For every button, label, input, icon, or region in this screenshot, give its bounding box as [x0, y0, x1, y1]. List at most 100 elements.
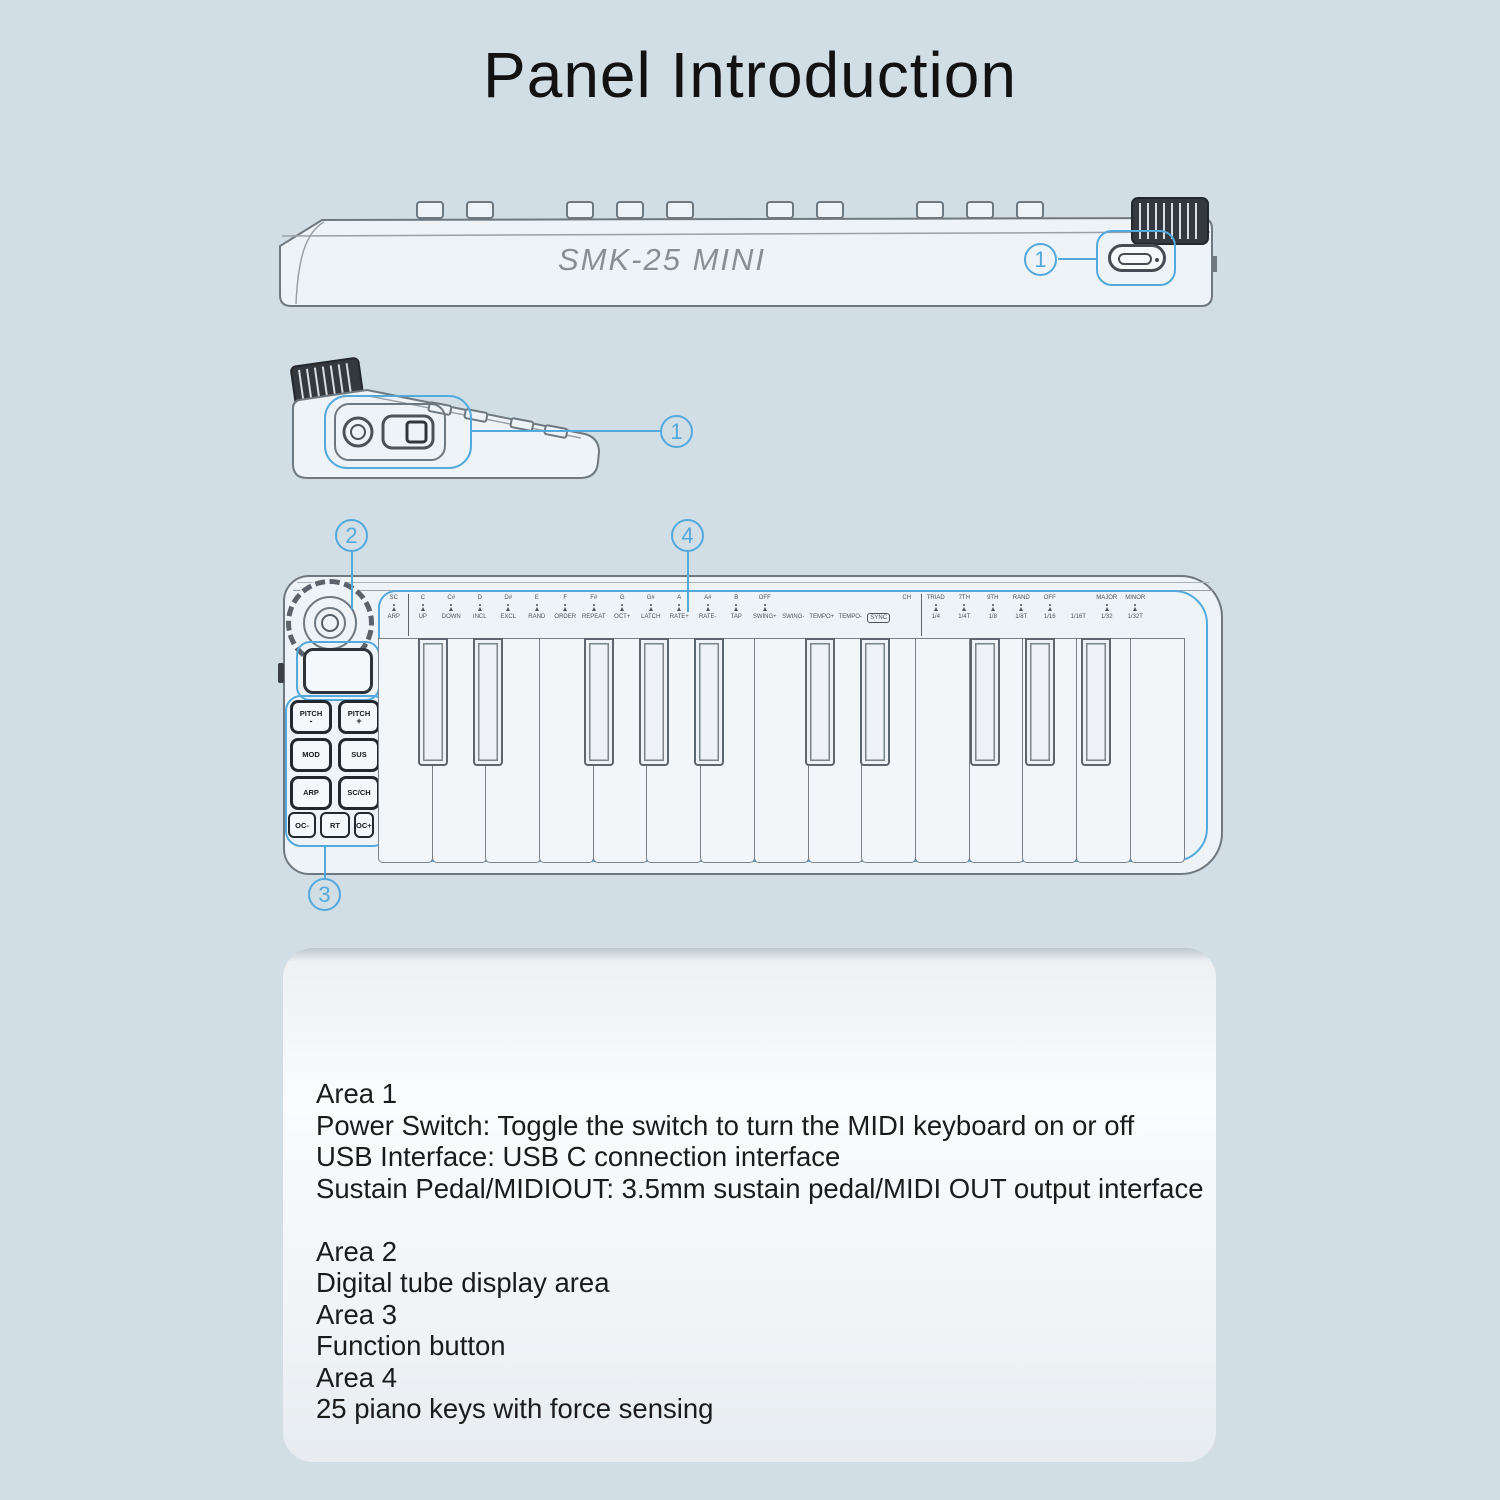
key-label-column: C UP	[409, 594, 438, 636]
black-key	[1025, 638, 1055, 766]
key-label-column: F# REPEAT	[580, 594, 609, 636]
label-triangle-marker	[563, 607, 568, 611]
callout-4-line	[687, 552, 689, 612]
info-line: Area 2	[316, 1235, 398, 1267]
info-text: Area 1 Power Switch: Toggle the switch t…	[316, 1078, 1204, 1425]
key-label-column: SC ARP	[380, 594, 409, 636]
key-label-column: A RATE+	[665, 594, 694, 636]
function-button: PITCH +	[338, 700, 380, 734]
white-key	[914, 638, 971, 863]
label-dot-marker	[421, 604, 424, 606]
callout-3-line	[324, 846, 326, 878]
key-label-bottom: SYNC	[867, 613, 891, 623]
label-triangle-marker	[477, 607, 482, 611]
white-key	[753, 638, 809, 863]
function-button-sub-label: -	[309, 715, 313, 726]
key-label-top: A#	[704, 595, 712, 601]
key-label-bottom: ARP	[387, 614, 400, 620]
power-switch-icon	[381, 414, 435, 450]
key-label-top: C	[420, 595, 425, 601]
key-label-top: MINOR	[1125, 595, 1146, 601]
label-triangle-marker	[420, 607, 425, 611]
info-line: Function button	[316, 1330, 506, 1361]
info-line: Power Switch: Toggle the switch to turn …	[316, 1109, 1135, 1141]
black-key	[584, 638, 614, 766]
label-dot-marker	[1105, 604, 1108, 606]
label-dot-marker	[735, 604, 738, 606]
key-label-row: SC ARP C UP C# DOWN	[380, 594, 1150, 636]
label-triangle-marker	[933, 607, 938, 611]
key-label-top: SC	[389, 595, 398, 601]
key-label-bottom: TEMPO-	[838, 614, 862, 620]
pedal-jack-icon	[342, 416, 374, 448]
label-dot-marker	[592, 604, 595, 606]
key-label-column: CH	[893, 594, 922, 636]
usb-c-port-icon	[1108, 244, 1166, 272]
callout-2-line	[351, 552, 353, 609]
label-triangle-marker	[391, 607, 396, 611]
small-function-button: RT	[320, 812, 350, 838]
label-triangle-marker	[648, 607, 653, 611]
key-label-column: RAND 1/8T	[1007, 594, 1036, 636]
key-label-top: D	[477, 595, 482, 601]
function-button-label: PITCH	[299, 708, 323, 718]
key-label-top: A	[677, 595, 682, 601]
label-triangle-marker	[1104, 607, 1109, 611]
callout-3: 3	[308, 878, 341, 911]
small-function-button-label: OC-	[295, 820, 309, 830]
key-label-top: G	[619, 595, 625, 601]
key-label-bottom: REPEAT	[581, 614, 606, 620]
key-label-top: D#	[504, 595, 513, 601]
model-label: SMK-25 MINI	[558, 242, 767, 277]
key-label-column: G# LATCH	[637, 594, 666, 636]
black-key	[860, 638, 890, 766]
black-key	[805, 638, 835, 766]
label-dot-marker	[991, 604, 994, 606]
key-label-column: TRIAD 1/4	[922, 594, 951, 636]
label-triangle-marker	[620, 607, 625, 611]
label-dot-marker	[478, 604, 481, 606]
function-button: SUS	[338, 738, 380, 772]
key-label-bottom: 1/32T	[1127, 614, 1143, 620]
label-dot-marker	[450, 604, 453, 606]
white-key	[1129, 638, 1185, 863]
keyboard-top-view: PITCH - PITCH + MOD SUS	[278, 575, 1223, 875]
small-function-button-label: RT	[330, 820, 340, 830]
key-label-bottom: INCL	[472, 614, 487, 620]
key-label-column: 7TH 1/4T	[950, 594, 979, 636]
label-dot-marker	[649, 604, 652, 606]
small-function-button-label: OC+	[356, 820, 372, 830]
label-triangle-marker	[962, 607, 967, 611]
key-label-bottom: DOWN	[441, 614, 461, 620]
function-button-label: MOD	[302, 750, 320, 759]
key-label-bottom: ORDER	[554, 614, 577, 620]
label-dot-marker	[678, 604, 681, 606]
key-label-bottom: SWING+	[752, 614, 777, 620]
key-label-bottom: SWING-	[782, 614, 805, 620]
black-key	[1081, 638, 1111, 766]
key-label-top: OFF	[758, 595, 771, 601]
key-label-bottom: 1/16	[1043, 614, 1056, 620]
label-dot-marker	[392, 604, 395, 606]
side-view-drawing	[290, 357, 601, 479]
key-label-bottom: RAND	[528, 614, 546, 620]
key-label-column: SWING-	[779, 594, 808, 636]
function-button-sub-label: +	[356, 715, 362, 726]
digital-tube-display	[303, 648, 373, 694]
label-dot-marker	[763, 604, 766, 606]
function-button-label: PITCH	[347, 708, 371, 718]
label-triangle-marker	[449, 607, 454, 611]
label-triangle-marker	[762, 607, 767, 611]
key-label-column: E RAND	[523, 594, 552, 636]
key-label-top: OFF	[1043, 595, 1056, 601]
info-line: Area 1	[316, 1078, 398, 1109]
callout-1-back-line	[1058, 258, 1096, 260]
info-panel: Area 1 Power Switch: Toggle the switch t…	[283, 948, 1216, 1462]
small-function-button: OC-	[288, 812, 316, 838]
key-label-bottom: EXCL	[500, 614, 517, 620]
power-area-highlight	[324, 395, 472, 469]
key-label-bottom: TEMPO+	[809, 614, 835, 620]
key-label-bottom: RATE+	[669, 614, 689, 620]
function-button-label: SUS	[351, 750, 367, 759]
key-label-top: C#	[447, 595, 456, 601]
